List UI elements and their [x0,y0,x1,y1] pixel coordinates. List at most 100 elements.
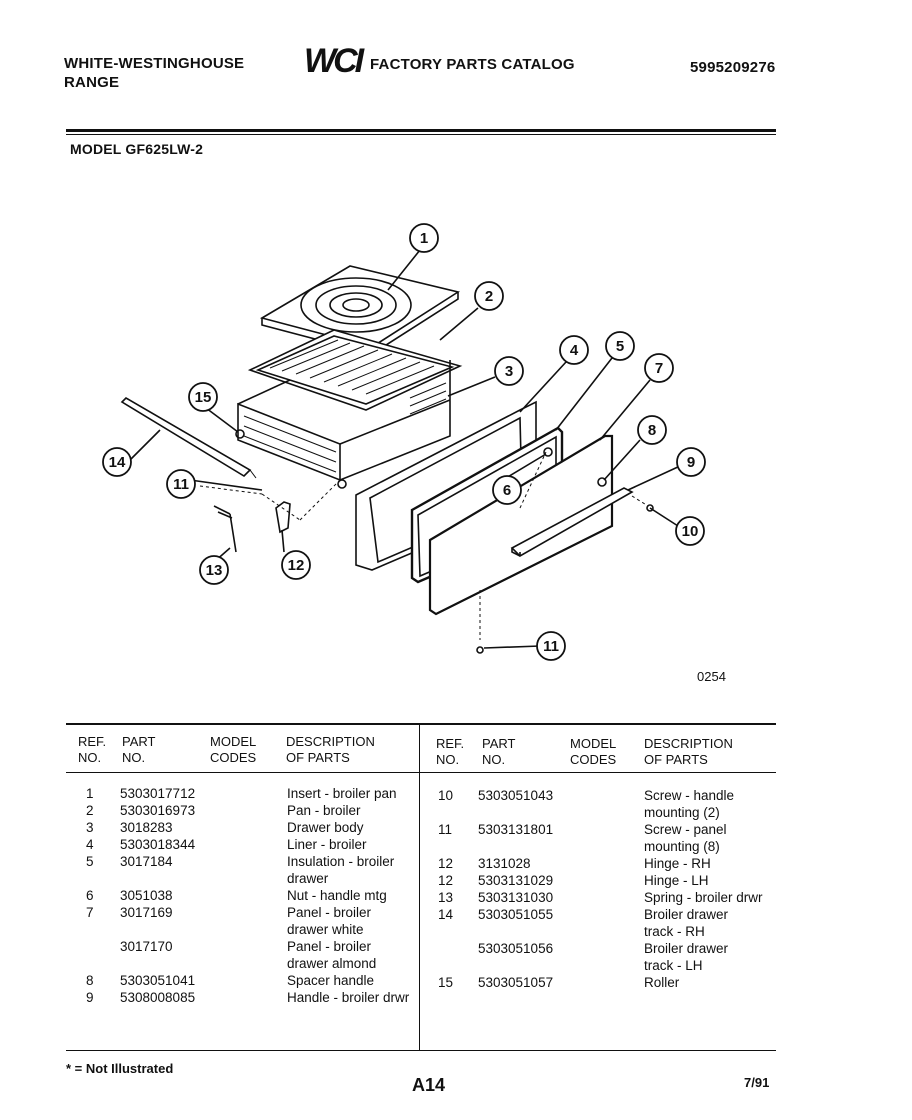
part-number: 5303131801 [478,822,554,837]
part-number: 5303051057 [478,975,554,990]
ref-number: 5 [86,854,94,869]
part-description: Panel - broiler [287,905,372,920]
part-description: Pan - broiler [287,803,361,818]
part-description: Insert - broiler pan [287,786,397,801]
part-number: 3018283 [120,820,173,835]
part-description: Screw - panel [644,822,727,837]
part-number: 5303131029 [478,873,554,888]
catalog-title: FACTORY PARTS CATALOG [370,56,575,73]
ref-number: 14 [438,907,454,922]
wci-logo: WCI [304,42,364,80]
part-number: 5303018344 [120,837,196,852]
ref-number: 1 [86,786,94,801]
callout-2-circle [474,281,504,311]
callout-12-circle [281,550,311,580]
part-description: Broiler drawer [644,907,729,922]
part-description: Nut - handle mtg [287,888,387,903]
part-number: 3131028 [478,856,531,871]
callout-11b: 11 [543,638,559,655]
header-model-right: MODEL [570,736,617,751]
brand-line-2: RANGE [64,74,120,91]
callout-3: 3 [505,363,513,380]
part-number: 5308008085 [120,990,196,1005]
callout-9: 9 [687,454,695,471]
callout-3-circle [494,356,524,386]
header-rule-thick [66,129,776,132]
part-description: drawer white [287,922,364,937]
callout-4-circle [559,335,589,365]
part-description: track - RH [644,924,705,939]
part-description: drawer [287,871,329,886]
part-description: drawer almond [287,956,377,971]
part-description: mounting (8) [644,839,720,854]
header-desc-left: OF PARTS [286,750,350,765]
callout-6: 6 [503,482,511,499]
header-ref-left: NO. [78,750,102,765]
callout-11a-circle [166,469,196,499]
part-number: 3017184 [120,854,173,869]
header-part-left: NO. [122,750,146,765]
table-bottom-rule [66,1050,776,1051]
part-number: 5303051043 [478,788,554,803]
part-number: 5303051056 [478,941,554,956]
header-model-right: CODES [570,752,617,767]
callout-8: 8 [648,422,656,439]
table-header-rule [66,772,776,773]
table-center-divider [419,723,420,1051]
callout-5-circle [605,331,635,361]
part-description: Liner - broiler [287,837,367,852]
part-number: 5303016973 [120,803,196,818]
callout-9-circle [676,447,706,477]
callout-5: 5 [616,338,624,355]
part-number: 3051038 [120,888,173,903]
part-description: Handle - broiler drwr [287,990,410,1005]
ref-number: 4 [86,837,94,852]
callout-10-circle [675,516,705,546]
part-number: 5303017712 [120,786,196,801]
table-top-rule [66,723,776,725]
header-ref-right: NO. [436,752,460,767]
part-number: 5303051055 [478,907,554,922]
ref-number: 3 [86,820,94,835]
callout-11a: 11 [173,476,189,493]
brand-line-1: WHITE-WESTINGHOUSE [64,55,245,72]
ref-number: 7 [86,905,94,920]
ref-number: 10 [438,788,454,803]
part-number: 3017170 [120,939,173,954]
callout-13-circle [199,555,229,585]
header-desc-left: DESCRIPTION [286,734,375,749]
callout-15-circle [188,382,218,412]
part-description: Spacer handle [287,973,375,988]
catalog-number: 5995209276 [690,59,776,76]
header-model-left: CODES [210,750,257,765]
part-description: mounting (2) [644,805,720,820]
part-number: 3017169 [120,905,173,920]
header-part-right: PART [482,736,516,751]
ref-number: 13 [438,890,454,905]
exploded-parts-diagram: 1 2 3 4 5 6 7 8 9 10 11 11 12 13 14 15 [102,223,706,661]
ref-number: 2 [86,803,94,818]
header-part-left: PART [122,734,156,749]
ref-number: 11 [438,822,453,837]
part-description: Insulation - broiler [287,854,395,869]
callout-8-circle [637,415,667,445]
page-number: A14 [412,1075,446,1095]
ref-number: 9 [86,990,94,1005]
ref-number: 15 [438,975,454,990]
part-description: Screw - handle [644,788,735,803]
callout-15: 15 [195,389,212,406]
part-description: Hinge - RH [644,856,711,871]
callout-14-circle [102,447,132,477]
part-description: Roller [644,975,680,990]
part-description: Hinge - LH [644,873,709,888]
callout-2: 2 [485,288,493,305]
part-description: Spring - broiler drwr [644,890,763,905]
header-rule-thin [66,134,776,135]
callout-14: 14 [109,454,126,471]
header-ref-left: REF. [78,734,107,749]
callout-11b-circle [536,631,566,661]
model-label: MODEL GF625LW-2 [70,141,204,157]
part-description: Broiler drawer [644,941,729,956]
footnote: * = Not Illustrated [66,1061,174,1076]
callout-10: 10 [682,523,699,540]
